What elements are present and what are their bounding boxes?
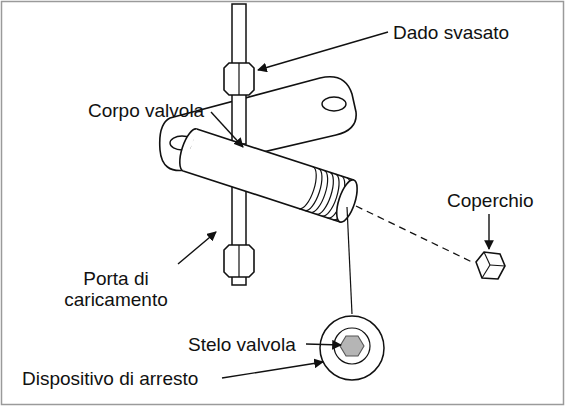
part-label: Stelo valvola (188, 334, 296, 355)
valve-cap (476, 252, 505, 279)
dashed-guide (356, 206, 472, 262)
flare-nut (224, 63, 254, 95)
charge-port-nut (224, 245, 254, 277)
part-label: Corpo valvola (88, 100, 204, 121)
valve-body (176, 127, 362, 225)
stopper-ring (334, 328, 370, 364)
part-label: Dispositivo di arresto (22, 368, 198, 389)
detail-circle (320, 316, 384, 380)
leader-lines (178, 32, 489, 378)
part-label: Porta di caricamento (52, 268, 180, 310)
detail-line (347, 207, 352, 314)
plate-hole (322, 97, 346, 111)
valve-stem (340, 336, 364, 356)
part-label: Coperchio (447, 190, 534, 211)
part-label: Dado svasato (393, 22, 509, 43)
